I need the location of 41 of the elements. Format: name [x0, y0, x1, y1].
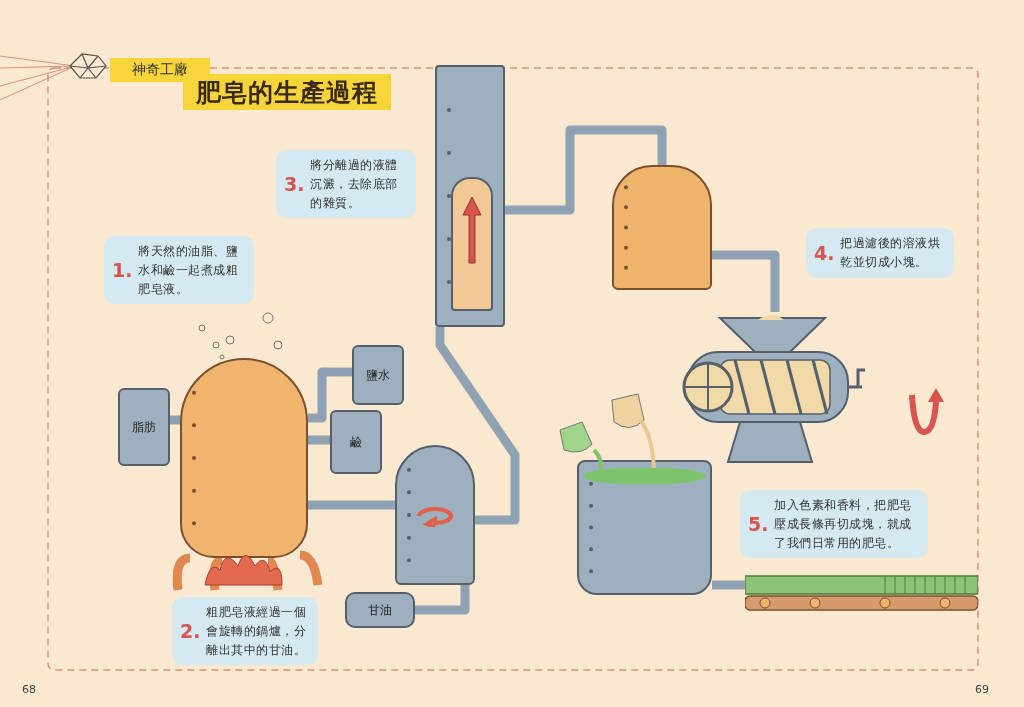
- pipe: [712, 250, 780, 312]
- collecting-tank-drawing: [612, 165, 712, 290]
- step-number: 1.: [112, 259, 133, 281]
- callout-bubble: [172, 597, 318, 665]
- step-text: 加入色素和香料，把肥皂壓成長條再切成塊，就成了我們日常用的肥皂。: [774, 496, 913, 552]
- callout-bubble: [104, 236, 254, 304]
- lye-tank: [330, 410, 382, 474]
- page-number: 69: [975, 683, 990, 698]
- pipe: [170, 415, 180, 425]
- conveyor-drawing: [745, 574, 978, 614]
- pipe: [712, 580, 745, 590]
- centrifuge-drawing: [395, 445, 475, 585]
- kettle-drawing: [180, 358, 308, 558]
- step-number: 2.: [180, 620, 201, 642]
- pipe: [435, 327, 520, 525]
- pipe: [415, 585, 470, 615]
- step-text: 將分離過的液體沉澱，去除底部的雜質。: [310, 156, 399, 212]
- step-text: 把過濾後的溶液烘乾並切成小塊。: [840, 235, 942, 271]
- page-number: 68: [22, 683, 37, 698]
- glycerin-tank: [345, 592, 415, 628]
- brine-tank: [352, 345, 404, 405]
- fat-tank: [118, 388, 170, 466]
- step-text: 將天然的油脂、鹽水和鹼一起煮成粗肥皂液。: [138, 242, 240, 298]
- step-number: 5.: [748, 513, 769, 535]
- tank-label: 脂肪: [132, 418, 156, 436]
- tank-label: 鹽水: [366, 366, 390, 384]
- callout-bubble: [740, 490, 928, 558]
- step-number: 3.: [284, 173, 305, 195]
- tank-label: 鹼: [350, 433, 362, 451]
- callout-bubble: [806, 228, 954, 278]
- step-text: 粗肥皂液經過一個會旋轉的鍋爐，分離出其中的甘油。: [206, 603, 308, 659]
- settling-column-drawing: [435, 65, 505, 327]
- title-banner: 肥皂的生產過程: [183, 74, 391, 110]
- tank-label: 甘油: [368, 601, 392, 619]
- mixing-vat-drawing: [577, 460, 712, 595]
- pipe: [308, 500, 395, 510]
- step-number: 4.: [814, 242, 835, 264]
- callout-bubble: [276, 150, 416, 218]
- pipe: [308, 367, 352, 423]
- section-tag: 神奇工廠: [110, 58, 210, 82]
- pipe: [308, 435, 330, 445]
